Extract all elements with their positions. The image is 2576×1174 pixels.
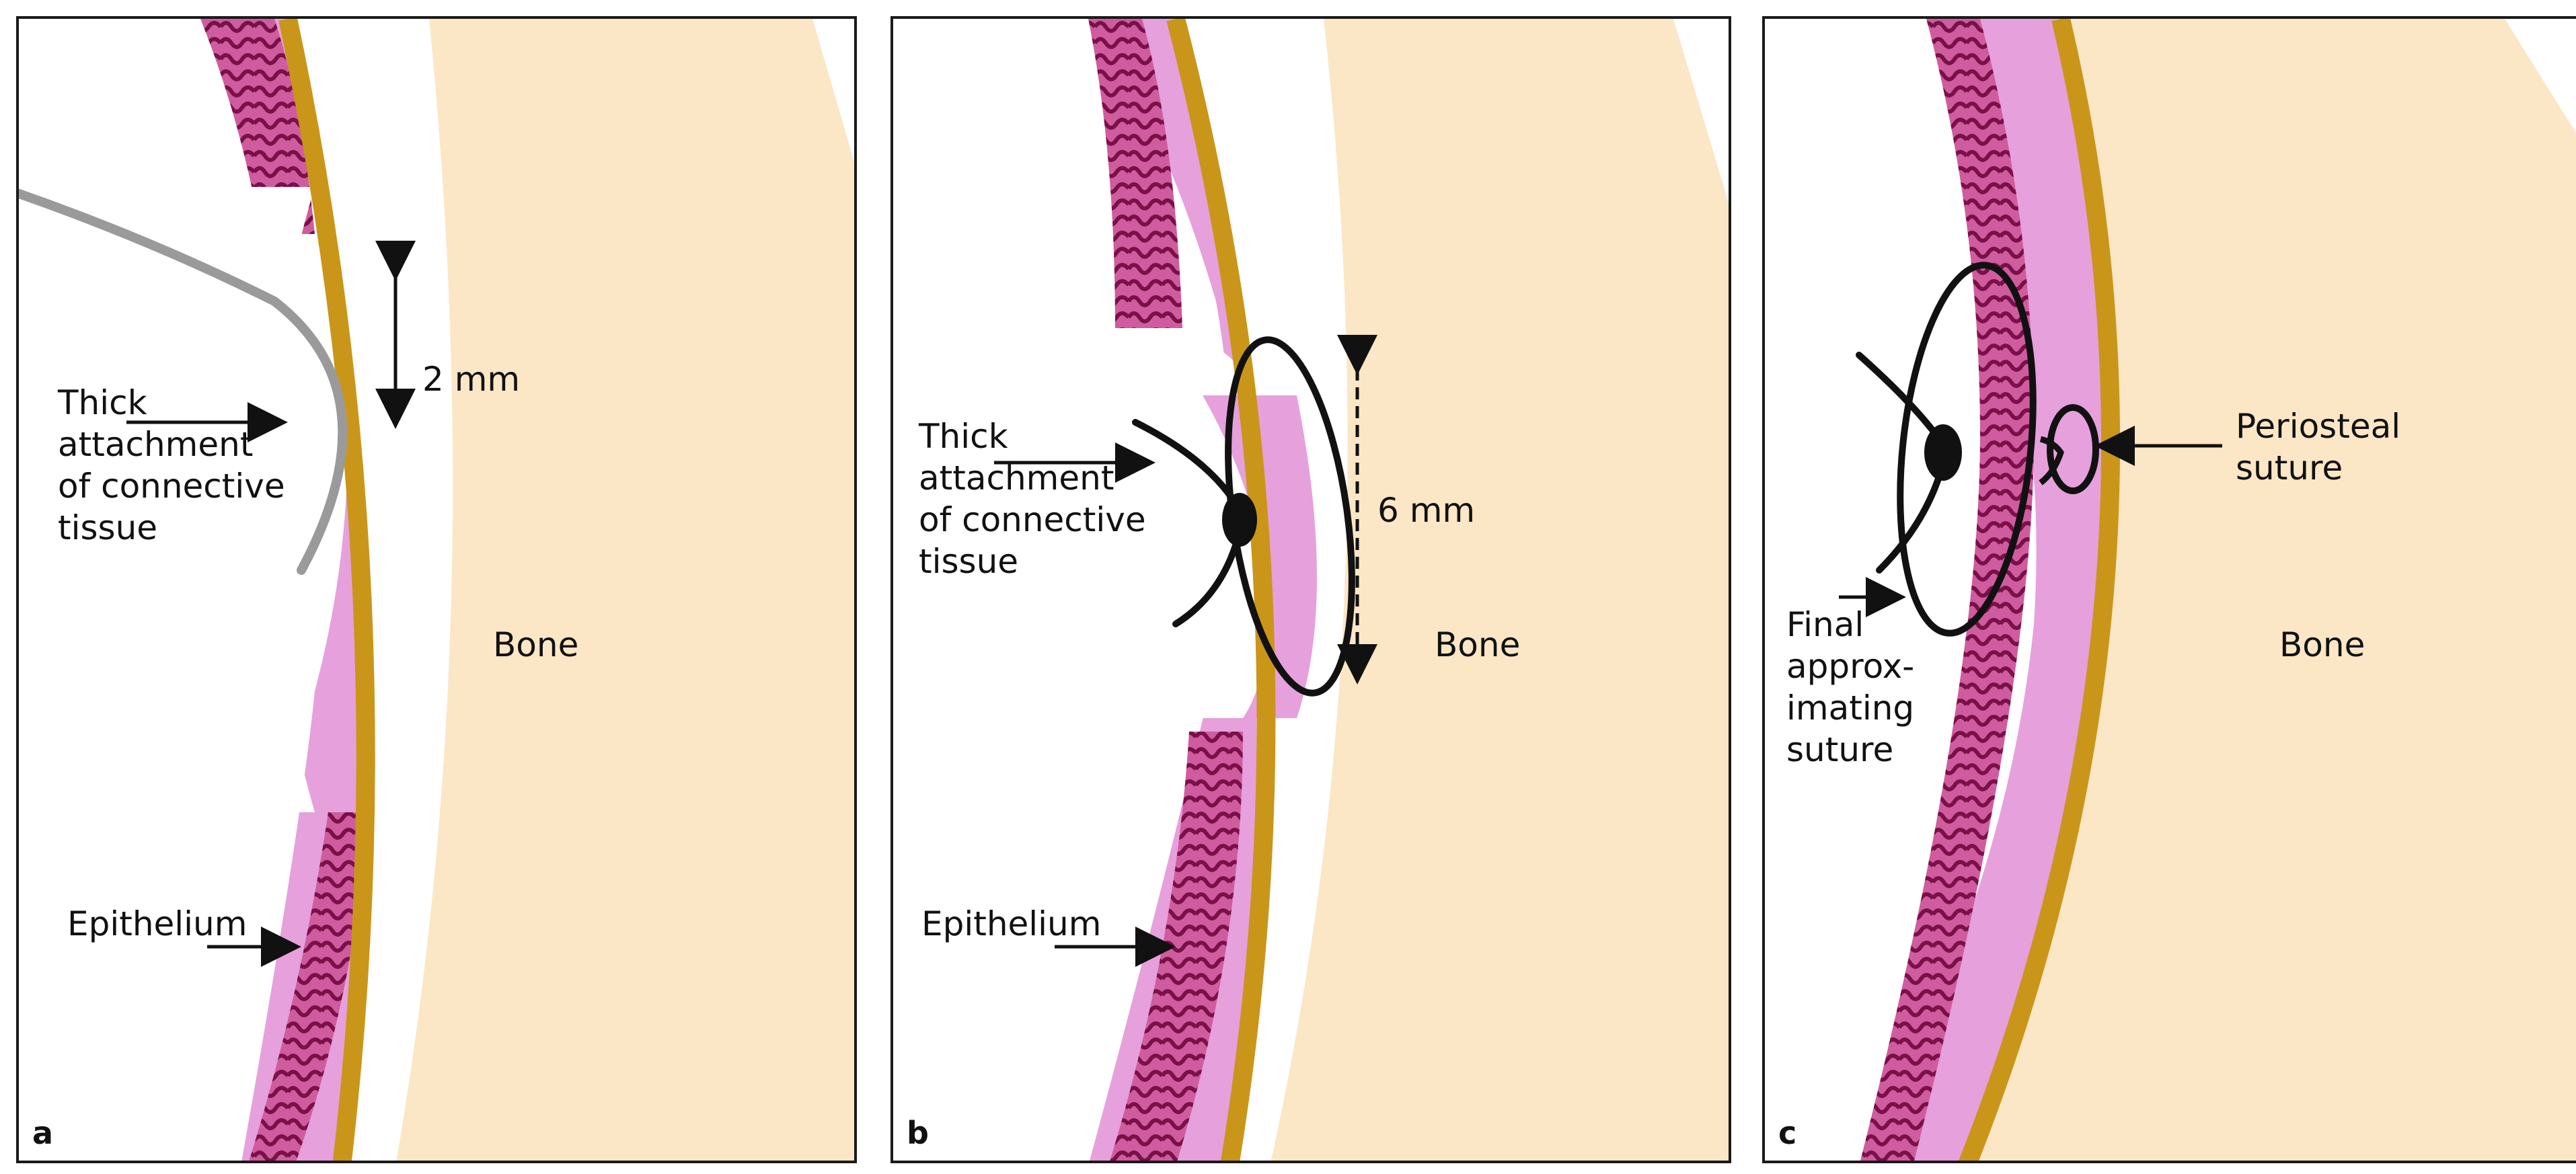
bone-wedge-white — [812, 19, 854, 162]
label-measure: 2 mm — [422, 360, 521, 399]
epithelium — [1860, 19, 2034, 1161]
epithelium-lower — [249, 812, 369, 1161]
panel-letter: b — [907, 1115, 929, 1151]
label-bone: Bone — [2279, 625, 2365, 664]
epithelium-upper — [200, 19, 315, 234]
label-epithelium: Epithelium — [67, 904, 248, 943]
panel-a-illustration — [19, 19, 854, 1161]
suture-needle — [19, 189, 348, 575]
bone-wedge-white — [1673, 19, 1729, 203]
wound-notch — [19, 187, 315, 812]
label-final-suture: Final approx- imating suture — [1786, 605, 1915, 769]
epithelium-upper — [1088, 19, 1182, 328]
final-suture-loop — [1897, 262, 2037, 637]
label-epithelium: Epithelium — [921, 904, 1102, 943]
panel-c-illustration — [1839, 19, 2576, 1161]
suture-knot — [1222, 493, 1257, 547]
periosteum-line — [1959, 19, 2121, 1161]
panel-b-illustration — [893, 19, 1729, 1161]
panel-letter: a — [32, 1115, 54, 1151]
label-connective-tissue: Thick attachment of connective tissue — [58, 383, 285, 547]
periosteal-suture-tail — [2039, 436, 2064, 485]
label-bone: Bone — [493, 625, 579, 664]
connective-tissue — [1862, 19, 2105, 1161]
bone-region — [396, 19, 854, 1161]
wound-notch — [893, 335, 1300, 718]
bone-region — [1271, 19, 1729, 1161]
periosteum-line — [1166, 19, 1276, 1161]
label-bone: Bone — [1435, 625, 1521, 664]
panel-a: Thick attachment of connective tissue 2 … — [16, 16, 857, 1163]
final-suture-knot — [1924, 424, 1962, 481]
label-connective-tissue: Thick attachment of connective tissue — [919, 417, 1146, 581]
label-periosteal-suture: Periosteal suture — [2236, 407, 2401, 487]
periosteum-line — [278, 19, 375, 1161]
epithelium-lower — [1110, 732, 1243, 1161]
panel-c: Periosteal suture Final approx- imating … — [1762, 16, 2576, 1163]
bone-region — [1962, 19, 2576, 1161]
panel-letter: c — [1778, 1115, 1797, 1151]
connective-tissue-exposed — [1203, 395, 1317, 718]
bone-wedge-white — [2505, 19, 2576, 133]
label-measure: 6 mm — [1377, 491, 1476, 530]
panel-b: Thick attachment of connective tissue 6 … — [891, 16, 1731, 1163]
